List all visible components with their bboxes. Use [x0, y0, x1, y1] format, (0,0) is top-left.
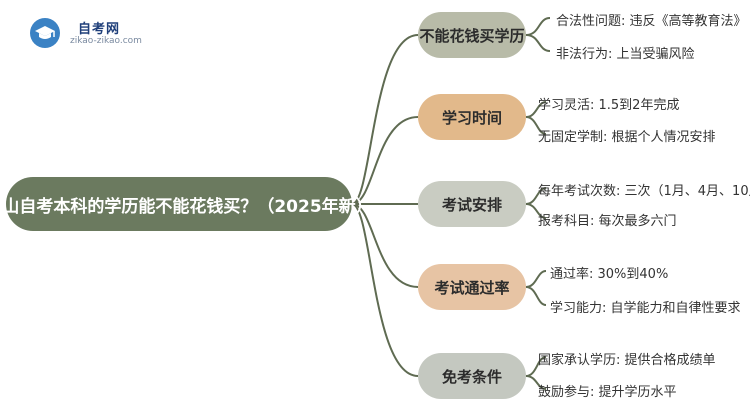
leaf-flexible-study: 学习灵活: 1.5到2年完成	[538, 98, 680, 113]
leaf-exam-subjects: 报考科目: 每次最多六门	[538, 214, 677, 229]
leaf-no-fixed-term: 无固定学制: 根据个人情况安排	[538, 130, 716, 145]
leaf-encourage-participation: 鼓励参与: 提升学历水平	[538, 385, 677, 400]
graduation-cap-icon	[30, 18, 60, 48]
branch-node-exemption[interactable]: 免考条件	[418, 353, 526, 399]
branch-node-cannot-buy[interactable]: 不能花钱买学历	[418, 12, 526, 58]
connector-root-branch-1	[351, 34, 419, 205]
connector-root-branch-5	[351, 203, 419, 377]
connector-branch1-leaf1	[525, 17, 551, 36]
connector-root-branch-4	[351, 203, 419, 288]
connector-root-branch-2	[351, 116, 419, 205]
logo-title: 自考网	[78, 22, 121, 37]
connector-branch1-leaf2	[525, 34, 551, 52]
leaf-exam-frequency: 每年考试次数: 三次（1月、4月、10月）	[538, 184, 750, 199]
leaf-learning-ability: 学习能力: 自学能力和自律性要求	[550, 301, 741, 316]
branch-node-pass-rate[interactable]: 考试通过率	[418, 264, 526, 310]
connector-branch5-leaf2	[525, 375, 547, 390]
root-node[interactable]: 中山自考本科的学历能不能花钱买？（2025年新）	[0, 177, 373, 231]
leaf-pass-rate: 通过率: 30%到40%	[550, 267, 669, 282]
connector-branch4-leaf1	[525, 270, 547, 288]
site-logo[interactable]: 自考网 zikao-zikao.com	[30, 14, 170, 50]
logo-url: zikao-zikao.com	[70, 36, 142, 46]
branch-node-exam-schedule[interactable]: 考试安排	[418, 181, 526, 227]
leaf-recognized-degree: 国家承认学历: 提供合格成绩单	[538, 353, 716, 368]
connector-branch4-leaf2	[525, 286, 547, 306]
connector-branch3-leaf2	[525, 203, 547, 219]
branch-node-study-time[interactable]: 学习时间	[418, 94, 526, 140]
leaf-illegal-behavior: 非法行为: 上当受骗风险	[556, 47, 695, 62]
connector-branch2-leaf2	[525, 116, 547, 135]
leaf-legality: 合法性问题: 违反《高等教育法》	[556, 14, 747, 29]
